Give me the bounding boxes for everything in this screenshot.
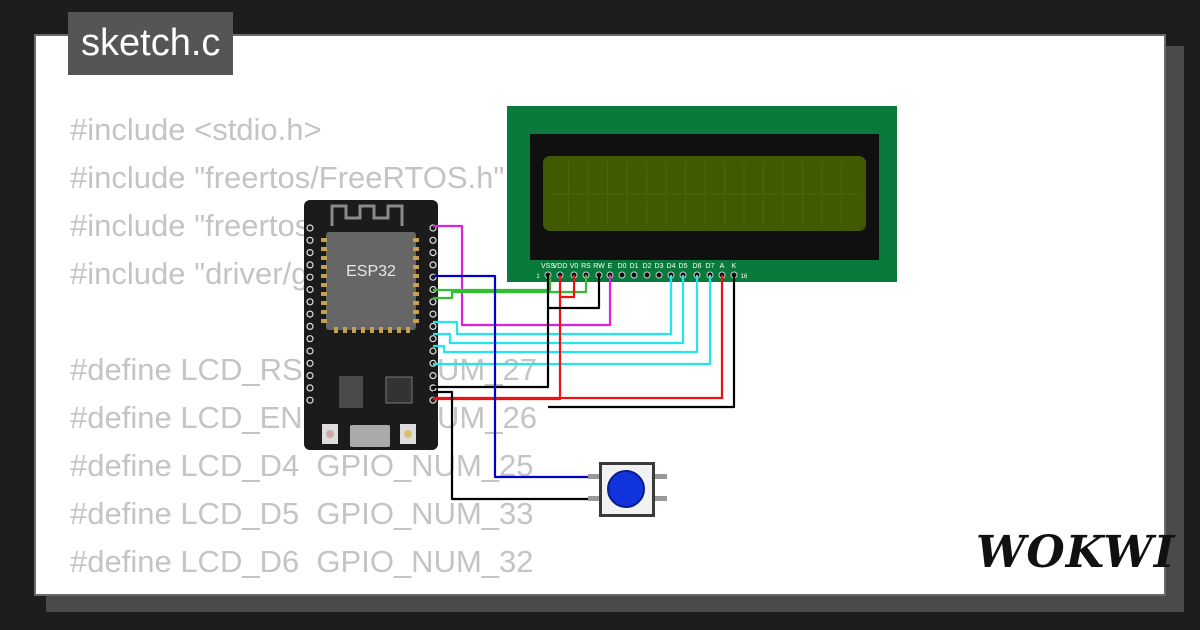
esp32-board[interactable]: ESP32 <box>304 200 438 450</box>
esp32-header-pin[interactable] <box>306 372 314 380</box>
lcd-pin-label: D4 <box>667 263 676 270</box>
code-line: #define LCD_D7 GPIO_NUM_14 <box>70 586 537 594</box>
esp32-header-pin[interactable] <box>306 359 314 367</box>
lcd-pin-label: VDD <box>553 263 568 270</box>
lcd-pin-label: VSS <box>541 263 555 270</box>
esp32-header-pin[interactable] <box>306 273 314 281</box>
lcd-pin-number: 16 <box>741 274 748 280</box>
esp32-header-pin[interactable] <box>306 249 314 257</box>
esp32-header-pin[interactable] <box>306 384 314 392</box>
lcd-pin-label: D2 <box>643 263 652 270</box>
code-line: #define LCD_D5 GPIO_NUM_33 <box>70 496 534 531</box>
lcd-pin-label: RS <box>581 263 591 270</box>
esp32-header-pin[interactable] <box>429 335 437 343</box>
lcd-pin-label: V0 <box>570 263 579 270</box>
esp32-header-pin[interactable] <box>429 347 437 355</box>
lcd-pin-label: D3 <box>655 263 664 270</box>
lcd-pin-label: D7 <box>706 263 715 270</box>
esp32-header-pin[interactable] <box>429 298 437 306</box>
esp32-header-pin[interactable] <box>306 285 314 294</box>
esp32-header-pin[interactable] <box>306 347 314 355</box>
lcd-pin-label: K <box>732 263 737 270</box>
lcd-pin[interactable] <box>630 271 638 279</box>
wires <box>433 224 736 501</box>
esp32-header-pin[interactable] <box>306 261 314 269</box>
lcd-pin[interactable] <box>643 271 651 279</box>
esp32-header-pin[interactable] <box>306 396 314 404</box>
esp32-header-pin[interactable] <box>429 261 437 269</box>
code-line: #define LCD_D6 GPIO_NUM_32 <box>70 544 534 579</box>
esp32-header-pin[interactable] <box>429 310 437 318</box>
esp32-header-pin[interactable] <box>306 236 314 244</box>
lcd-pin-label: A <box>720 263 725 270</box>
esp32-header-pin[interactable] <box>306 298 314 306</box>
esp32-header-pin[interactable] <box>306 224 314 232</box>
esp32-header-pin[interactable] <box>429 372 437 380</box>
code-line: #include <stdio.h> <box>70 112 322 147</box>
esp32-label: ESP32 <box>346 263 396 280</box>
regulator <box>339 376 363 408</box>
lcd-pin[interactable] <box>655 271 663 279</box>
usb-port-icon <box>350 425 390 447</box>
esp32-header-pin[interactable] <box>306 322 314 330</box>
filename-tab[interactable]: sketch.c <box>68 12 234 75</box>
esp32-header-pin[interactable] <box>429 236 437 244</box>
wokwi-logo: WOKWI <box>976 527 1176 578</box>
lcd-pin-label: D6 <box>693 263 702 270</box>
lcd-pin[interactable] <box>618 271 626 279</box>
esp32-header-pin[interactable] <box>306 310 314 318</box>
lcd-pin-number: 1 <box>536 274 540 280</box>
lcd-pin-label: RW <box>593 263 605 270</box>
code-line: #include "freertos/FreeRTOS.h" <box>70 160 505 195</box>
pushbutton-icon[interactable] <box>588 462 667 517</box>
lcd-pin-label: D0 <box>618 263 627 270</box>
lcd-pin-label: E <box>608 263 613 270</box>
usb-bridge-chip <box>385 376 413 404</box>
esp32-header-pin[interactable] <box>306 335 314 343</box>
lcd-pin-label: D5 <box>679 263 688 270</box>
esp32-header-pin[interactable] <box>429 322 437 330</box>
lcd-pin-label: D1 <box>630 263 639 270</box>
esp32-header-pin[interactable] <box>429 249 437 257</box>
